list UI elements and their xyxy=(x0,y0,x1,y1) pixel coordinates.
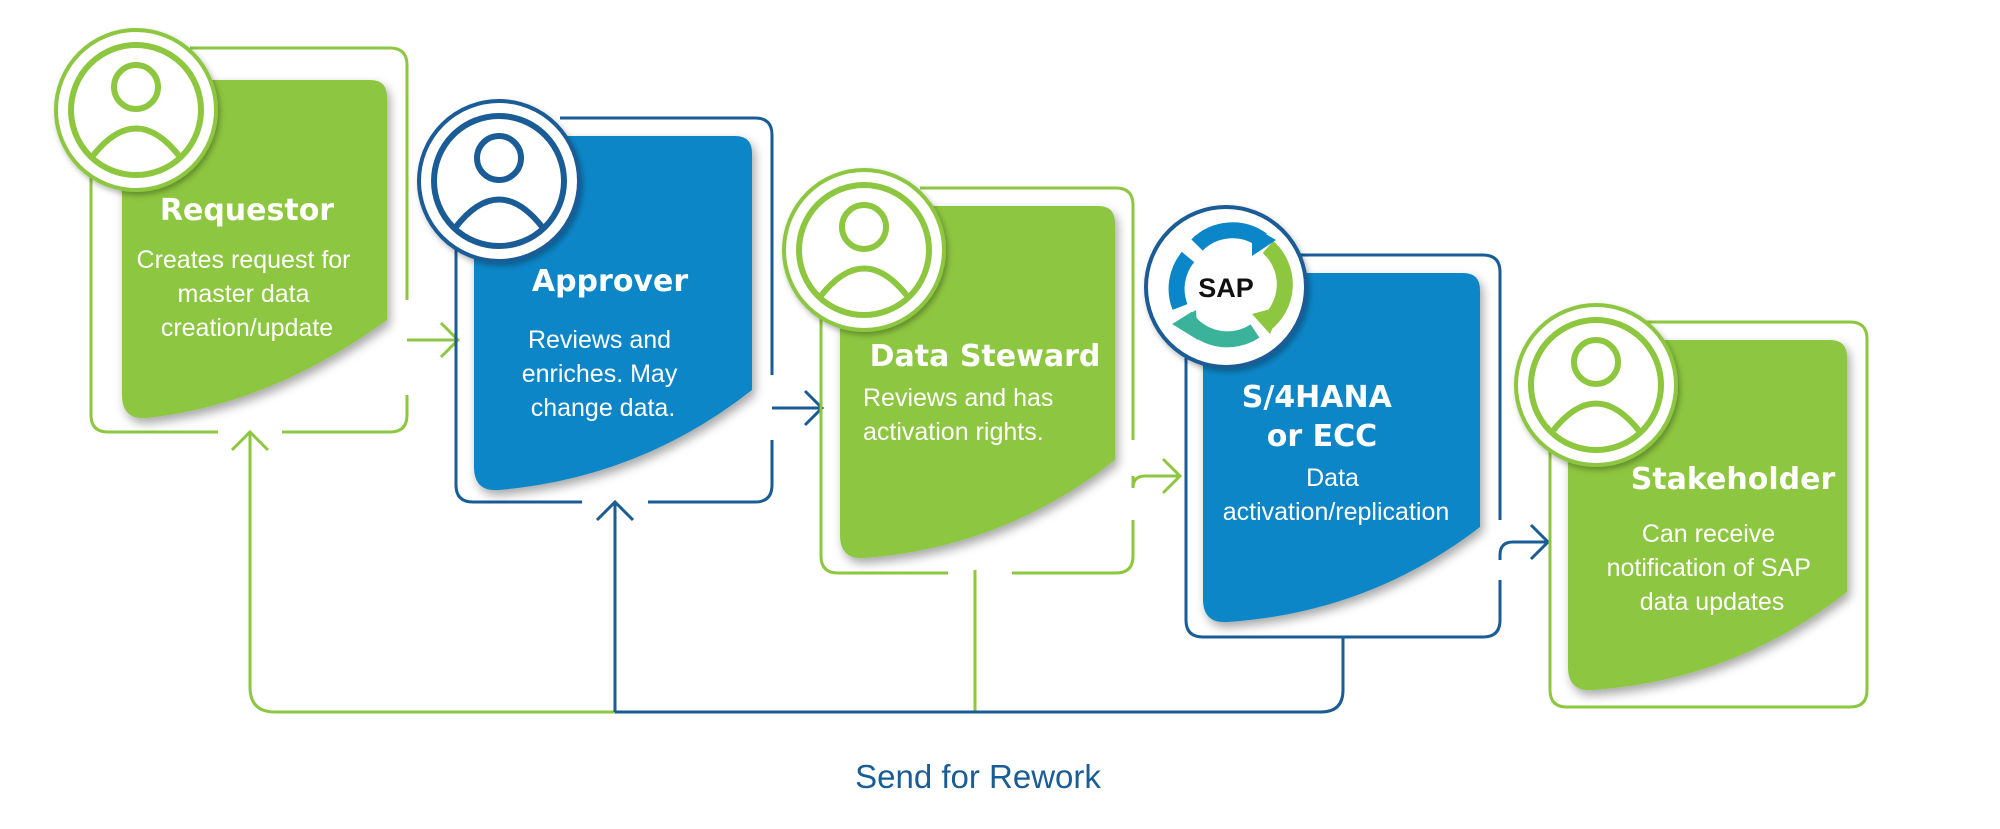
step-stakeholder: Stakeholder Can receive notification of … xyxy=(1514,303,1869,709)
rework-line-to-requestor xyxy=(248,432,977,714)
step-approver: Approver Reviews and enriches. May chang… xyxy=(417,99,825,504)
s4hana-outline xyxy=(1184,253,1502,639)
approver-title: Approver xyxy=(532,264,688,299)
stakeholder-description-line-3: data updates xyxy=(1640,588,1785,616)
s4hana-description-line-2: activation/replication xyxy=(1223,498,1450,526)
connector-arrow-4 xyxy=(1498,523,1551,561)
sap-icon-label: SAP xyxy=(1198,273,1254,303)
s4hana-title-line-1: S/4HANA xyxy=(1242,380,1393,415)
connector-arrow-3 xyxy=(1131,457,1183,495)
approver-description-line-3: change data. xyxy=(531,394,676,422)
stakeholder-description-line-2: notification of SAP xyxy=(1607,554,1811,582)
step-requestor: Requestor Creates request for master dat… xyxy=(54,28,461,434)
requestor-outline xyxy=(89,46,409,434)
approver-description-line-2: enriches. May xyxy=(522,360,678,388)
rework-arrowhead-approver xyxy=(595,499,635,522)
person-icon xyxy=(417,99,581,263)
connector-arrow-2 xyxy=(772,389,825,427)
data-steward-title: Data Steward xyxy=(870,339,1101,374)
person-icon xyxy=(1514,303,1678,467)
s4hana-title: S/4HANA or ECC xyxy=(1242,380,1403,454)
approver-description: Reviews and enriches. May change data. xyxy=(522,326,685,422)
s4hana-card xyxy=(1203,273,1480,623)
stakeholder-description-line-1: Can receive xyxy=(1642,520,1775,548)
data-steward-description: Reviews and has activation rights. xyxy=(863,384,1060,446)
s4hana-description: Data activation/replication xyxy=(1223,464,1450,526)
s4hana-description-line-1: Data xyxy=(1306,464,1359,492)
rework-line-from-s4hana xyxy=(615,636,1345,714)
person-icon xyxy=(782,168,946,332)
data-steward-description-line-1: Reviews and has xyxy=(863,384,1053,412)
step-s4hana: S/4HANA or ECC Data activation/replicati… xyxy=(1144,205,1551,639)
requestor-description-line-1: Creates request for xyxy=(137,246,351,274)
data-steward-outline xyxy=(819,186,1135,575)
rework-label: Send for Rework xyxy=(855,758,1101,795)
approver-outline xyxy=(454,116,774,504)
person-icon xyxy=(54,28,218,192)
stakeholder-title: Stakeholder xyxy=(1631,462,1836,497)
rework-lines xyxy=(230,429,1345,714)
sap-cycle-icon: SAP xyxy=(1144,205,1308,369)
requestor-title: Requestor xyxy=(160,193,334,228)
requestor-description-line-3: creation/update xyxy=(161,314,333,342)
data-steward-description-line-2: activation rights. xyxy=(863,418,1044,446)
connector-arrow-1 xyxy=(407,321,461,359)
approver-description-line-1: Reviews and xyxy=(528,326,671,354)
step-data-steward: Data Steward Reviews and has activation … xyxy=(782,168,1183,575)
stakeholder-outline xyxy=(1548,320,1869,709)
stakeholder-description: Can receive notification of SAP data upd… xyxy=(1607,520,1818,616)
rework-arrowhead-requestor xyxy=(230,429,270,452)
requestor-description-line-2: master data xyxy=(178,280,310,308)
requestor-description: Creates request for master data creation… xyxy=(137,246,358,342)
s4hana-title-line-2: or ECC xyxy=(1267,419,1377,454)
